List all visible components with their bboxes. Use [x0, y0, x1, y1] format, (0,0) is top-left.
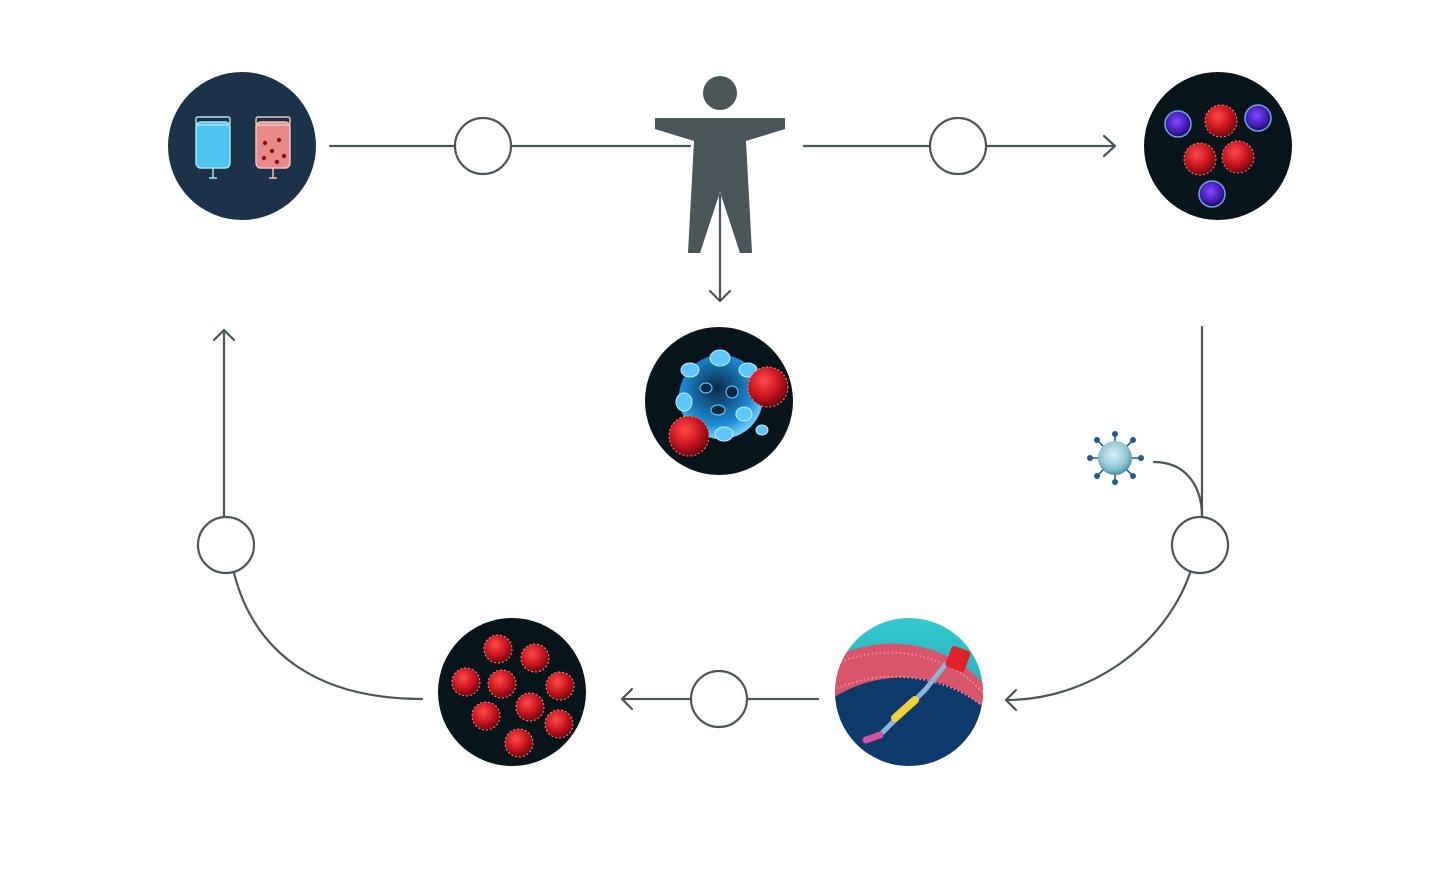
step-marker-4[interactable] [689, 669, 749, 729]
arrowhead-left-icon [1004, 688, 1018, 712]
person-icon[interactable] [655, 76, 785, 253]
step-marker-5[interactable] [196, 515, 256, 575]
connector-expanded-to-left [232, 571, 424, 701]
arrowhead-right-icon [1102, 134, 1117, 158]
membrane-receptor-icon[interactable] [830, 618, 995, 780]
arrowhead-up-icon [212, 328, 236, 342]
connector-right-to-membrane [1004, 571, 1192, 702]
arrowhead-left-icon [620, 687, 634, 711]
blood-cells-icon[interactable] [1144, 72, 1292, 220]
arrowhead-down-icon [708, 289, 732, 303]
iv-bags-icon[interactable] [168, 72, 316, 220]
step-marker-2[interactable] [928, 116, 988, 176]
virus-icon[interactable] [1087, 431, 1144, 485]
connector-virus-merge [1152, 460, 1204, 519]
connector-lines [212, 134, 1204, 712]
step-marker-1[interactable] [453, 116, 513, 176]
expanded-cells-icon[interactable] [438, 618, 586, 766]
step-marker-3[interactable] [1170, 515, 1230, 575]
t-cell-attack-icon[interactable] [645, 327, 793, 475]
